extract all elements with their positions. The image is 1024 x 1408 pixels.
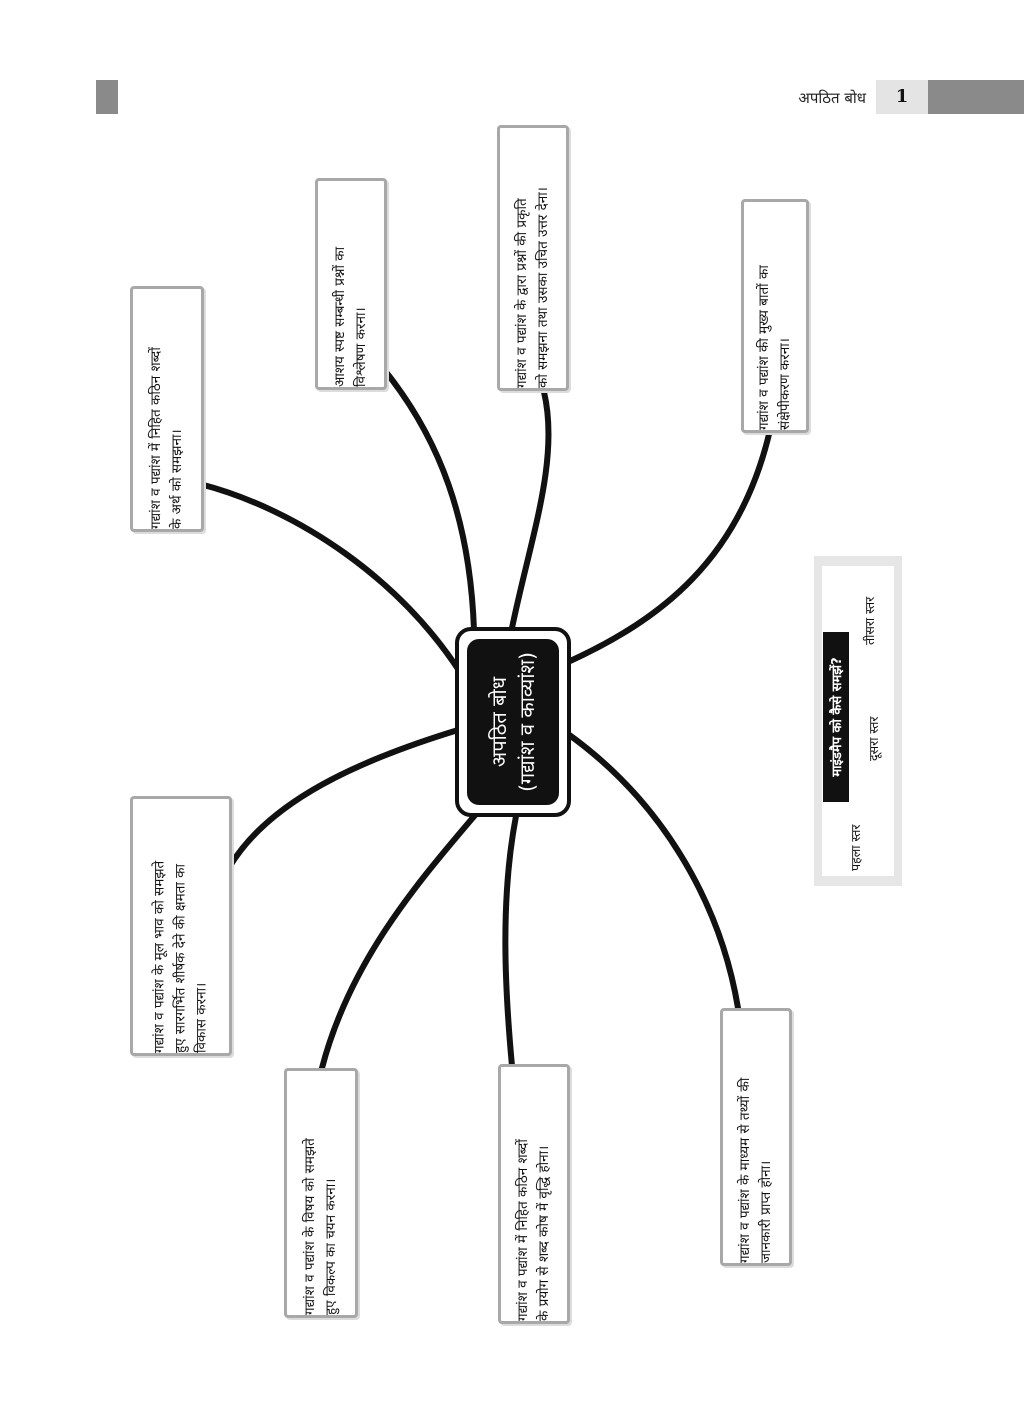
node-5-line-3: विकास करना। <box>193 982 210 1053</box>
node-box-6: गद्यांश व पद्यांश के विषय को समझते हुए व… <box>284 1068 358 1318</box>
branch-line-4 <box>565 427 773 665</box>
legend-title: माइंडमैप को कैसे समझें? <box>823 632 849 802</box>
node-2-line-1: आशय स्पष्ट सम्बन्धी प्रश्नों का <box>332 246 348 387</box>
node-box-2: आशय स्पष्ट सम्बन्धी प्रश्नों का विश्लेषण… <box>315 178 387 390</box>
branch-line-2 <box>383 369 477 633</box>
header-left-bar <box>96 80 118 114</box>
branch-line-5 <box>227 727 461 869</box>
node-3-line-2: को समझना तथा उसका उचित उत्तर देना। <box>535 187 551 388</box>
node-5-line-1: गद्यांश व पद्यांश के मूल भाव को समझते <box>151 860 168 1053</box>
node-1-line-2: के अर्थ को समझना। <box>169 429 185 529</box>
branch-line-6 <box>319 811 479 1071</box>
legend-level-2: दूसरा स्तर <box>866 716 881 761</box>
branch-line-3 <box>509 389 552 631</box>
node-3-line-1: गद्यांश व पद्यांश के द्वारा प्रश्नों की … <box>514 198 530 388</box>
node-box-5: गद्यांश व पद्यांश के मूल भाव को समझते हु… <box>130 796 232 1056</box>
node-7-line-1: गद्यांश व पद्यांश में निहित कठिन शब्दों <box>515 1139 531 1321</box>
legend-level-3: तीसरा स्तर <box>862 596 877 645</box>
node-4-line-2: संक्षेपीकरण करना। <box>777 338 793 430</box>
header-right-bar <box>928 80 1024 114</box>
legend-level-1: पहला स्तर <box>848 824 863 871</box>
legend-panel <box>814 556 902 886</box>
node-1-line-1: गद्यांश व पद्यांश में निहित कठिन शब्दों <box>148 347 164 529</box>
node-box-1: गद्यांश व पद्यांश में निहित कठिन शब्दों … <box>130 286 204 532</box>
central-topic-subtitle: (गद्यांश व काव्यांश) <box>515 652 539 792</box>
branch-line-1 <box>197 481 463 675</box>
node-8-line-1: गद्यांश व पद्यांश के माध्यम से तथ्यों की <box>737 1077 753 1263</box>
node-6-line-2: हुए विकल्प का चयन करना। <box>323 1178 339 1315</box>
header-title: अपठित बोध <box>798 89 866 107</box>
central-topic-title: अपठित बोध <box>487 676 511 768</box>
central-topic: अपठित बोध (गद्यांश व काव्यांश) <box>455 627 571 817</box>
node-4-line-1: गद्यांश व पद्यांश की मुख्य बातों का <box>756 265 772 430</box>
branch-line-8 <box>565 731 741 1011</box>
node-6-line-1: गद्यांश व पद्यांश के विषय को समझते <box>302 1138 318 1315</box>
node-5-line-2: हुए सारगर्भित शीर्षक देने की क्षमता का <box>172 864 189 1053</box>
node-8-line-2: जानकारी प्राप्त होना। <box>758 1160 774 1263</box>
branch-line-7 <box>502 813 519 1069</box>
node-box-3: गद्यांश व पद्यांश के द्वारा प्रश्नों की … <box>497 125 569 391</box>
page-number: 1 <box>876 80 928 114</box>
node-box-8: गद्यांश व पद्यांश के माध्यम से तथ्यों की… <box>720 1008 792 1266</box>
node-7-line-2: के प्रयोग से शब्द कोष में वृद्धि होना। <box>536 1145 552 1321</box>
node-2-line-2: विश्लेषण करना। <box>353 307 369 387</box>
node-box-7: गद्यांश व पद्यांश में निहित कठिन शब्दों … <box>498 1064 570 1324</box>
node-box-4: गद्यांश व पद्यांश की मुख्य बातों का संक्… <box>741 199 809 433</box>
